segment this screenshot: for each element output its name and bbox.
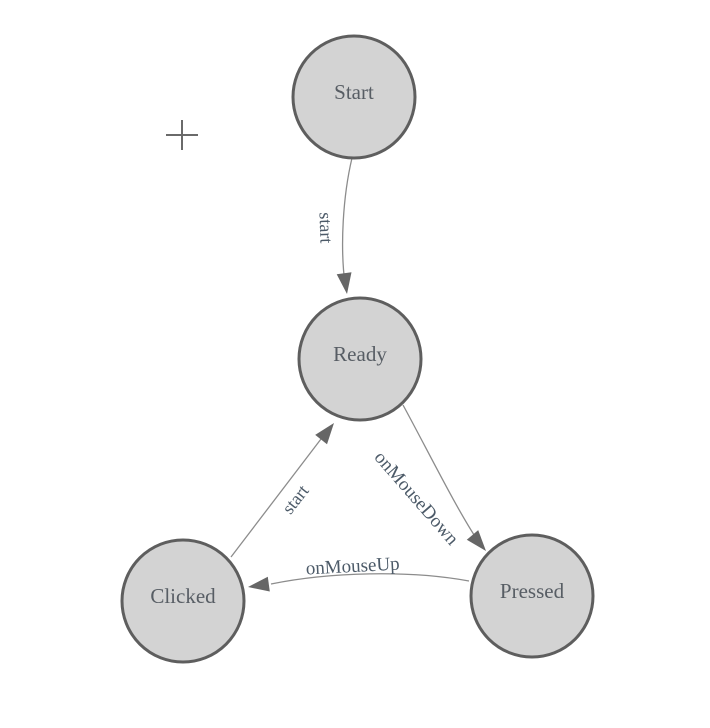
transition-line[interactable] [402, 404, 479, 542]
transition-label-pressed-to-clicked[interactable]: onMouseUp [305, 554, 400, 580]
state-label: Start [334, 80, 374, 104]
state-circle[interactable] [297, 296, 423, 422]
transition-line[interactable] [270, 573, 470, 585]
transition-label-clicked-to-ready[interactable]: start [278, 481, 313, 518]
arrowhead-icon [336, 272, 352, 294]
state-circle[interactable] [120, 538, 246, 664]
transition-label-start-to-ready[interactable]: start [315, 212, 336, 244]
state-node-ready[interactable]: Ready [297, 296, 423, 422]
state-label: Ready [333, 342, 387, 366]
state-label: Clicked [150, 584, 216, 608]
transition-line[interactable] [341, 157, 353, 285]
arrowhead-icon [466, 530, 486, 551]
transition-ready-to-pressed[interactable]: onMouseDown [370, 404, 486, 551]
transition-line[interactable] [230, 438, 322, 558]
state-circle[interactable] [469, 533, 595, 659]
state-node-pressed[interactable]: Pressed [469, 533, 595, 659]
arrowhead-icon [248, 576, 270, 592]
transition-pressed-to-clicked[interactable]: onMouseUp [248, 554, 470, 592]
state-label: Pressed [500, 579, 565, 603]
transition-clicked-to-ready[interactable]: start [230, 423, 334, 558]
state-node-start[interactable]: Start [291, 34, 417, 160]
origin-crosshair-icon [166, 120, 198, 150]
transition-label-ready-to-pressed[interactable]: onMouseDown [370, 447, 463, 550]
state-circle[interactable] [291, 34, 417, 160]
arrowhead-icon [315, 423, 334, 445]
transition-start-to-ready[interactable]: start [315, 157, 353, 294]
state-node-clicked[interactable]: Clicked [120, 538, 246, 664]
